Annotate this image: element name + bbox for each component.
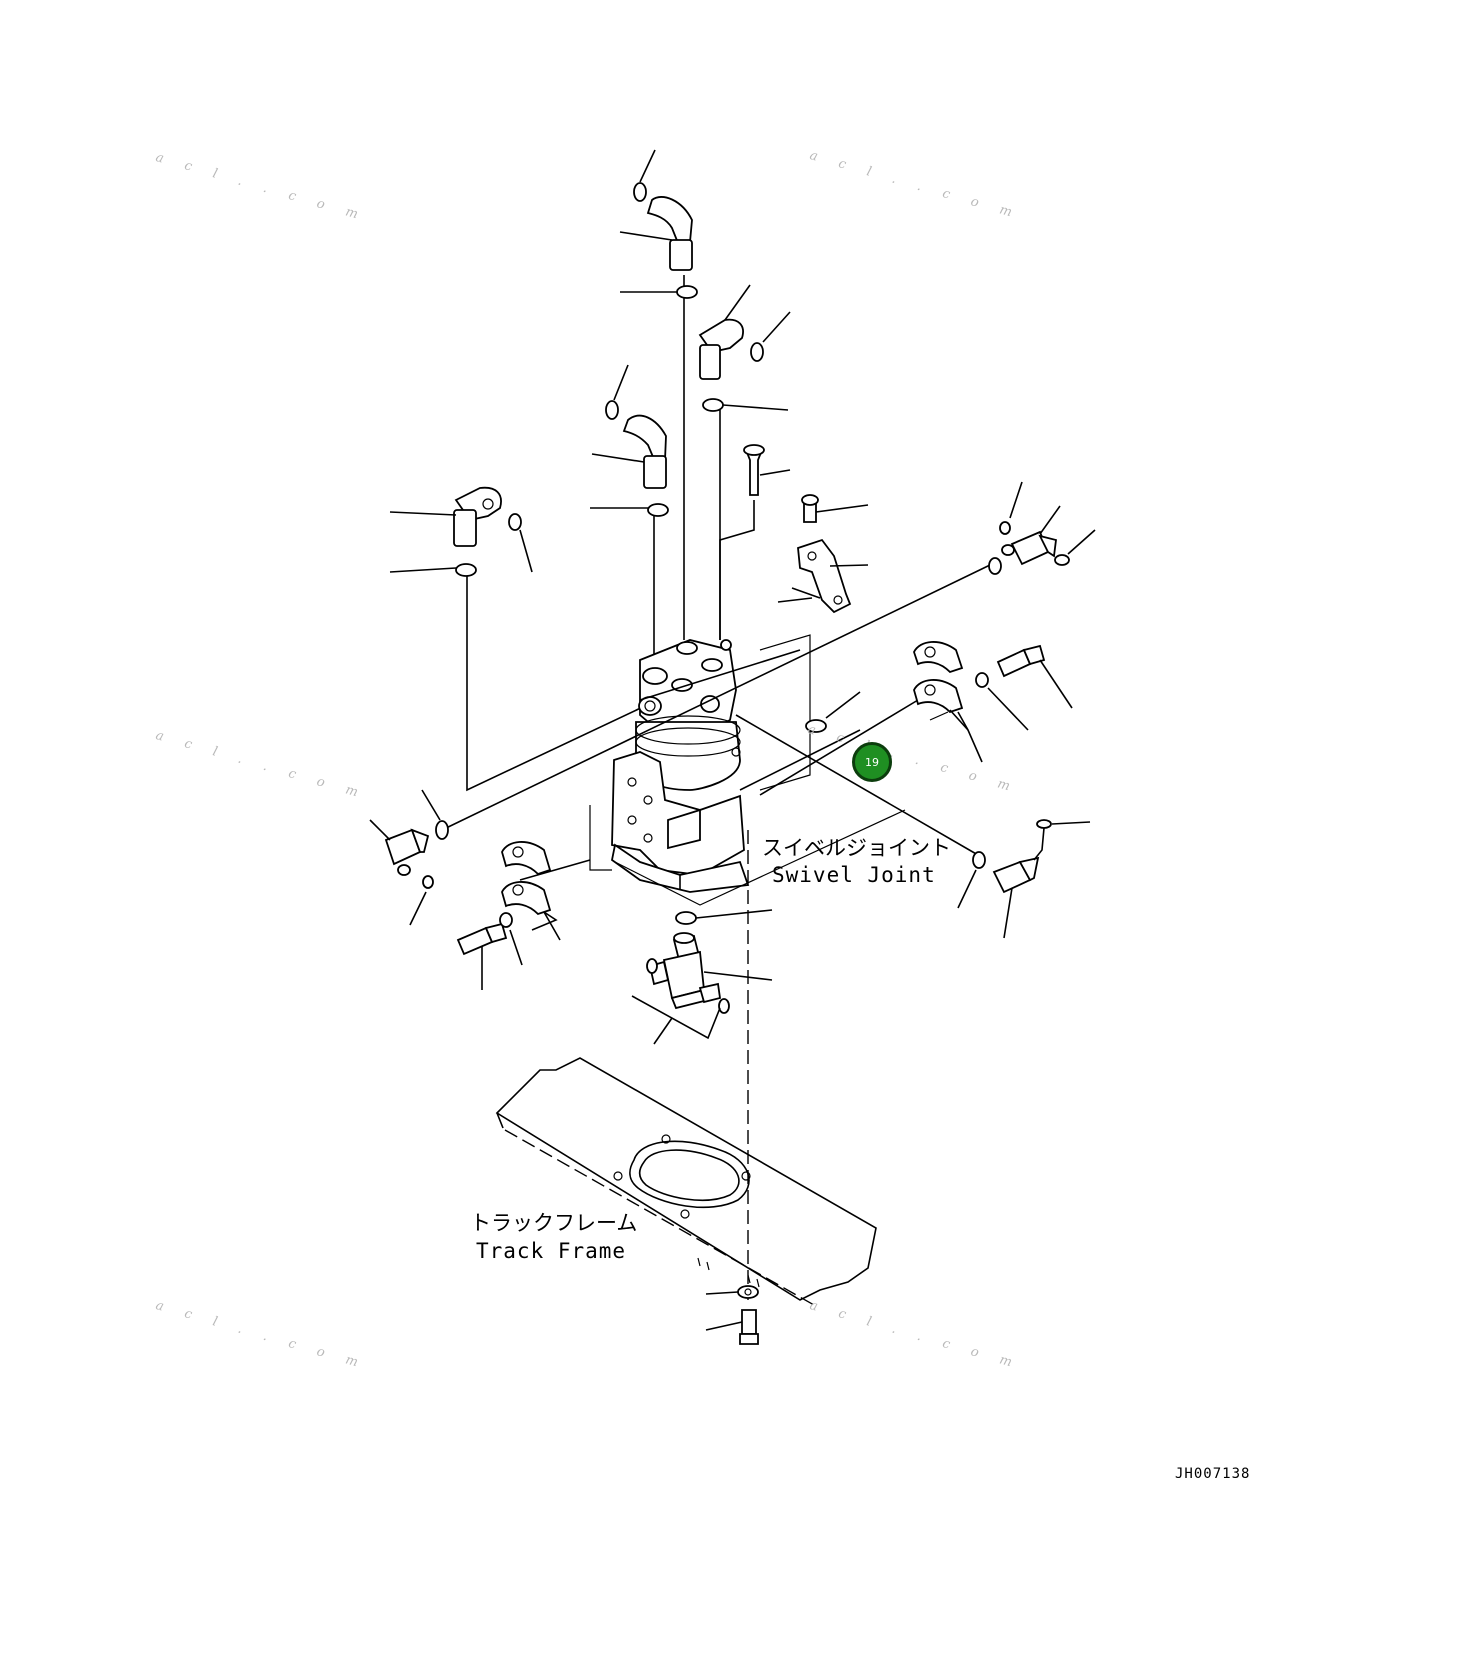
track-frame-label-en: Track Frame [476, 1239, 627, 1263]
fitting-left [369, 789, 449, 926]
elbow-fitting-second [698, 284, 791, 412]
swivel-joint-body [589, 634, 906, 906]
assembly-axis-lines [466, 275, 755, 1300]
split-flange-left [456, 841, 561, 990]
connection-lines [441, 564, 991, 881]
elbow-fitting-left [389, 486, 533, 577]
fitting-right-upper [988, 481, 1096, 575]
split-flange-right [913, 641, 1073, 763]
part-callout-19[interactable]: 19 [852, 742, 892, 782]
elbow-fitting-third [590, 364, 669, 517]
o-ring-mid [805, 691, 861, 733]
swivel-joint-label-en: Swivel Joint [772, 863, 936, 887]
fitting-right-lower [957, 819, 1091, 939]
track-frame-label-jp: トラックフレーム [470, 1211, 638, 1235]
track-frame-plate [495, 1057, 877, 1306]
swivel-joint-label-jp: スイベルジョイント [762, 836, 951, 860]
bottom-bolt [705, 1285, 759, 1345]
pin-parts [743, 444, 869, 614]
lower-valve [631, 909, 773, 1045]
elbow-fitting-top [619, 149, 698, 299]
drawing-code: JH007138 [1175, 1466, 1251, 1482]
